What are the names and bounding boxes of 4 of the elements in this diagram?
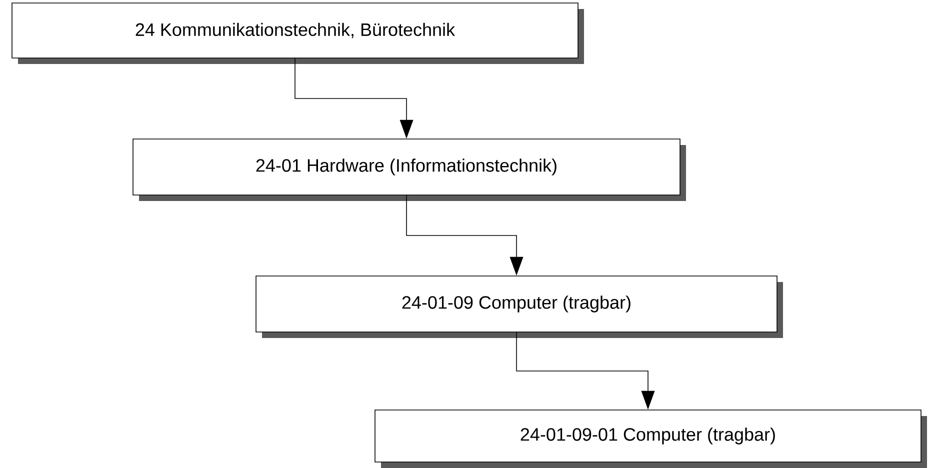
category-box: 24-01-09 Computer (tragbar) [256,276,783,338]
category-box: 24-01-09-01 Computer (tragbar) [374,410,927,468]
category-box: 24 Kommunikationstechnik, Bürotechnik [12,2,584,64]
category-box: 24-01 Hardware (Informationstechnik) [132,138,686,201]
